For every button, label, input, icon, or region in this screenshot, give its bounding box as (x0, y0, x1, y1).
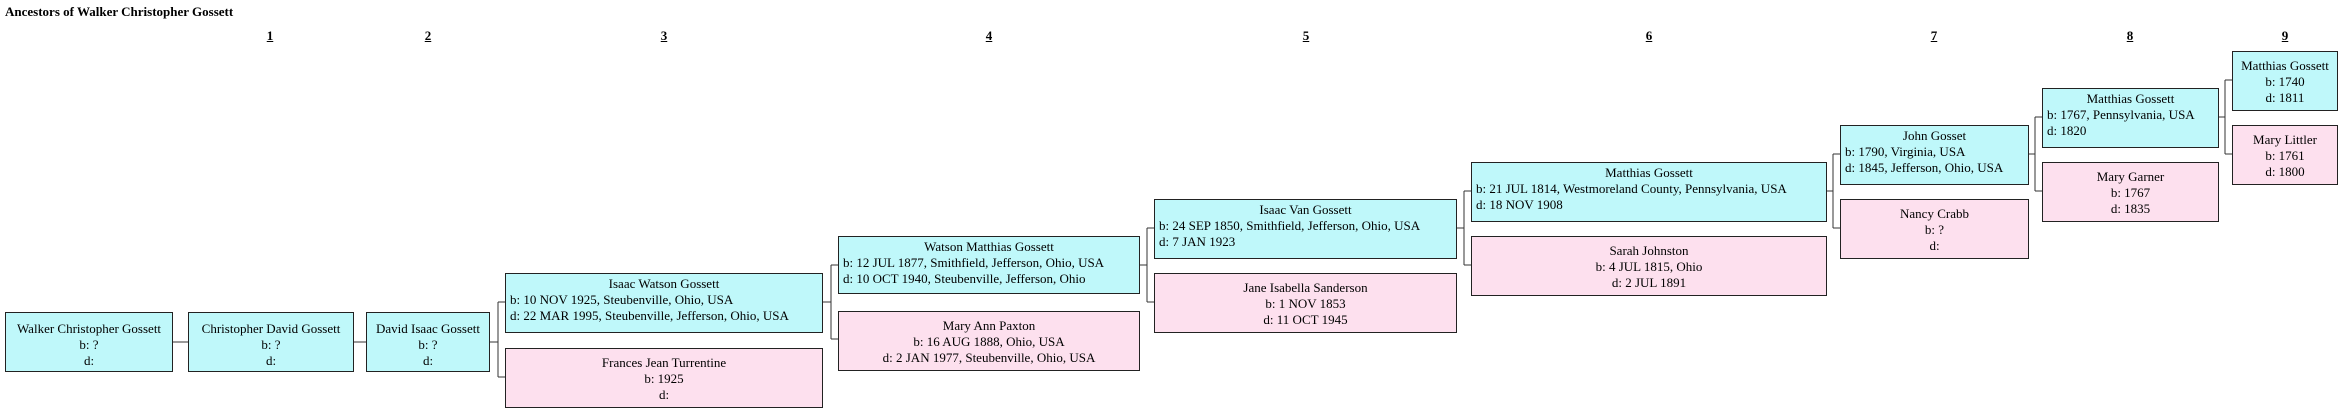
generation-label-3: 3 (660, 28, 668, 43)
person-box-christopher-david-gossett[interactable]: Christopher David Gossett b: ? d: (188, 312, 354, 372)
generation-label-6: 6 (1645, 28, 1653, 43)
generation-label-5: 5 (1302, 28, 1310, 43)
person-name: Walker Christopher Gossett (16, 321, 162, 336)
death-info: d: 22 MAR 1995, Steubenville, Jefferson,… (510, 308, 789, 323)
person-name: Jane Isabella Sanderson (1243, 280, 1368, 295)
person-name: John Gosset (1902, 128, 1967, 143)
birth-info: b: 21 JUL 1814, Westmoreland County, Pen… (1476, 181, 1787, 196)
birth-info: b: 1790, Virginia, USA (1845, 144, 1966, 159)
death-info: d: 10 OCT 1940, Steubenville, Jefferson,… (843, 271, 1086, 286)
death-info: d: 1811 (2265, 90, 2305, 105)
person-box-sarah-johnston[interactable]: Sarah Johnston b: 4 JUL 1815, Ohio d: 2 … (1471, 236, 1827, 296)
birth-info: b: 1925 (644, 371, 684, 386)
death-info: d: 11 OCT 1945 (1263, 312, 1348, 327)
birth-info: b: ? (418, 337, 438, 352)
person-box-matthias-gossett-1767[interactable]: Matthias Gossett b: 1767, Pennsylvania, … (2042, 88, 2219, 148)
death-info: d: 18 NOV 1908 (1476, 197, 1563, 212)
birth-info: b: 1740 (2265, 74, 2305, 89)
person-box-isaac-van-gossett[interactable]: Isaac Van Gossett b: 24 SEP 1850, Smithf… (1154, 199, 1457, 259)
death-info: d: (658, 387, 670, 402)
person-name: Matthias Gossett (2241, 58, 2329, 73)
birth-info: b: 1767, Pennsylvania, USA (2047, 107, 2195, 122)
person-name: Watson Matthias Gossett (924, 239, 1054, 254)
generation-label-8: 8 (2126, 28, 2134, 43)
birth-info: b: 12 JUL 1877, Smithfield, Jefferson, O… (843, 255, 1105, 270)
person-box-john-gosset[interactable]: John Gosset b: 1790, Virginia, USA d: 18… (1840, 125, 2029, 185)
person-box-nancy-crabb[interactable]: Nancy Crabb b: ? d: (1840, 199, 2029, 259)
birth-info: b: 4 JUL 1815, Ohio (1595, 259, 1703, 274)
generation-label-2: 2 (424, 28, 432, 43)
death-info: d: (1929, 238, 1940, 253)
death-info: d: 1845, Jefferson, Ohio, USA (1845, 160, 2004, 175)
person-box-isaac-watson-gossett[interactable]: Isaac Watson Gossett b: 10 NOV 1925, Ste… (505, 273, 823, 333)
person-box-jane-isabella-sanderson[interactable]: Jane Isabella Sanderson b: 1 NOV 1853 d:… (1154, 273, 1457, 333)
person-box-mary-ann-paxton[interactable]: Mary Ann Paxton b: 16 AUG 1888, Ohio, US… (838, 311, 1140, 371)
person-name: Matthias Gossett (2086, 91, 2175, 106)
person-name: Mary Littler (2253, 132, 2317, 147)
person-name: Christopher David Gossett (201, 321, 341, 336)
death-info: d: 1800 (2265, 164, 2305, 179)
birth-info: b: 1761 (2265, 148, 2305, 163)
generation-label-4: 4 (985, 28, 993, 43)
person-name: David Isaac Gossett (376, 321, 480, 336)
generation-label-1: 1 (266, 28, 274, 43)
death-info: d: 2 JAN 1977, Steubenville, Ohio, USA (882, 350, 1096, 365)
death-info: d: 7 JAN 1923 (1159, 234, 1236, 249)
person-name: Frances Jean Turrentine (601, 355, 727, 370)
birth-info: b: 1767 (2110, 185, 2151, 200)
person-name: Isaac Watson Gossett (608, 276, 720, 291)
birth-info: b: ? (1924, 222, 1945, 237)
person-box-matthias-gossett-1814[interactable]: Matthias Gossett b: 21 JUL 1814, Westmor… (1471, 162, 1827, 222)
person-name: Isaac Van Gossett (1259, 202, 1352, 217)
person-box-david-isaac-gossett[interactable]: David Isaac Gossett b: ? d: (366, 312, 490, 372)
person-name: Sarah Johnston (1609, 243, 1689, 258)
generation-label-9: 9 (2281, 28, 2289, 43)
person-box-mary-garner[interactable]: Mary Garner b: 1767 d: 1835 (2042, 162, 2219, 222)
person-box-watson-matthias-gossett[interactable]: Watson Matthias Gossett b: 12 JUL 1877, … (838, 236, 1140, 294)
death-info: d: 1820 (2047, 123, 2087, 138)
birth-info: b: 10 NOV 1925, Steubenville, Ohio, USA (510, 292, 734, 307)
death-info: d: (83, 353, 95, 368)
birth-info: b: 24 SEP 1850, Smithfield, Jefferson, O… (1159, 218, 1421, 233)
person-name: Matthias Gossett (1605, 165, 1693, 180)
birth-info: b: ? (79, 337, 99, 352)
death-info: d: 2 JUL 1891 (1611, 275, 1687, 290)
person-box-mary-littler[interactable]: Mary Littler b: 1761 d: 1800 (2232, 125, 2338, 185)
death-info: d: 1835 (2110, 201, 2151, 216)
death-info: d: (422, 353, 434, 368)
person-box-matthias-gossett-1740[interactable]: Matthias Gossett b: 1740 d: 1811 (2232, 51, 2338, 111)
birth-info: b: ? (261, 337, 281, 352)
person-box-frances-jean-turrentine[interactable]: Frances Jean Turrentine b: 1925 d: (505, 348, 823, 408)
birth-info: b: 1 NOV 1853 (1265, 296, 1346, 311)
person-name: Mary Garner (2096, 169, 2165, 184)
person-box-walker-christopher-gossett[interactable]: Walker Christopher Gossett b: ? d: (5, 312, 173, 372)
person-name: Nancy Crabb (1900, 206, 1969, 221)
birth-info: b: 16 AUG 1888, Ohio, USA (913, 334, 1065, 349)
generation-label-7: 7 (1930, 28, 1938, 43)
death-info: d: (265, 353, 277, 368)
chart-title: Ancestors of Walker Christopher Gossett (5, 4, 234, 19)
person-name: Mary Ann Paxton (942, 318, 1036, 333)
